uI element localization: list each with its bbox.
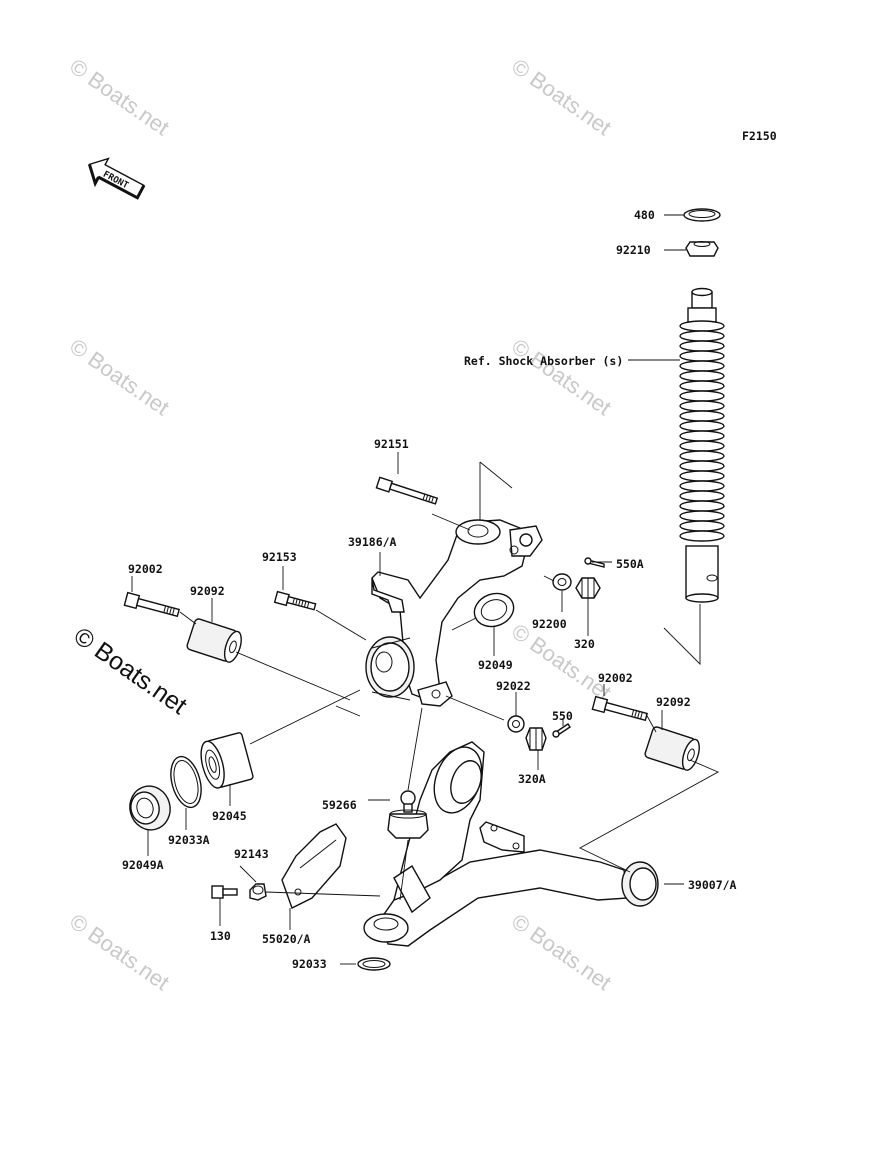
steering-knuckle <box>365 519 543 707</box>
spring-coil <box>679 520 725 532</box>
washer-92022 <box>507 715 525 733</box>
spring-coil <box>679 490 725 502</box>
bushing-92092-right <box>644 726 700 771</box>
shock-absorber <box>679 208 725 603</box>
part-label: 92033 <box>292 957 327 971</box>
spring-coils <box>679 320 725 542</box>
castle-nut-320A <box>525 727 547 751</box>
a-arm-39007A <box>363 741 659 947</box>
spring-coil <box>679 450 725 462</box>
part-label: 480 <box>634 208 655 222</box>
leader-lines <box>131 214 720 965</box>
part-label: 92022 <box>496 679 531 693</box>
part-label: 320A <box>518 772 546 786</box>
spring-coil <box>679 370 725 382</box>
spring-coil <box>679 420 725 432</box>
oil-seal-92049 <box>473 592 515 628</box>
part-label: 92092 <box>656 695 691 709</box>
part-labels: 480 92210 Ref. Shock Absorber (s) 92151 … <box>122 208 737 971</box>
spring-coil <box>679 460 725 472</box>
oil-seal-92049A <box>129 785 171 831</box>
part-label: 39186/A <box>348 535 397 549</box>
part-label: 130 <box>210 929 231 943</box>
spring-coil <box>679 510 725 522</box>
part-label: 92002 <box>128 562 163 576</box>
part-label: 550 <box>552 709 573 723</box>
circlip-92033A <box>170 755 202 809</box>
part-label: 92092 <box>190 584 225 598</box>
watermark: © Boats.net <box>65 909 174 996</box>
part-label: 92200 <box>532 617 567 631</box>
spring-coil <box>679 500 725 512</box>
ball-joint-59266 <box>387 790 429 839</box>
part-label: 92045 <box>212 809 247 823</box>
spring-coil <box>679 380 725 392</box>
part-label: 55020/A <box>262 932 311 946</box>
spring-coil <box>679 470 725 482</box>
castle-nut-320 <box>575 577 601 599</box>
spring-coil <box>679 400 725 412</box>
bolt-92002-right <box>591 695 648 722</box>
part-label: 92151 <box>374 437 409 451</box>
watermark: © Boats.net <box>65 54 174 141</box>
bolt-92002-left <box>123 591 180 618</box>
guard-plate-55020A <box>281 823 347 909</box>
watermark: © Boats.net <box>65 334 174 421</box>
part-label: 320 <box>574 637 595 651</box>
spring-coil <box>679 410 725 422</box>
part-label: 92049 <box>478 658 513 672</box>
spring-coil <box>679 320 725 332</box>
spring-coil <box>679 480 725 492</box>
cotter-pin-550 <box>552 723 571 738</box>
watermark: © Boats.net <box>507 54 616 141</box>
bearing-92045 <box>200 732 254 789</box>
figure-code: F2150 <box>742 129 777 143</box>
part-label: 59266 <box>322 798 357 812</box>
spring-coil <box>679 360 725 372</box>
spring-coil <box>679 390 725 402</box>
part-label: 92143 <box>234 847 269 861</box>
part-label: 92033A <box>168 833 210 847</box>
collar-92143 <box>249 883 267 901</box>
watermark: © Boats.net <box>507 909 616 996</box>
front-arrow-icon: FRONT <box>87 157 146 200</box>
watermark-dark: © Boats.net <box>69 622 192 720</box>
part-label: 92002 <box>598 671 633 685</box>
part-label: 92049A <box>122 858 164 872</box>
washer-92200 <box>552 573 572 591</box>
spring-coil <box>679 430 725 442</box>
bolt-130 <box>211 885 238 899</box>
bushing-92092-left <box>186 618 242 663</box>
cotter-pin-550A <box>584 557 605 568</box>
spring-coil <box>679 440 725 452</box>
spring-coil <box>679 330 725 342</box>
part-label: 92153 <box>262 550 297 564</box>
spring-coil <box>679 350 725 362</box>
part-label: 92210 <box>616 243 651 257</box>
spring-coil <box>679 340 725 352</box>
spring-coil <box>679 530 725 542</box>
part-label: 550A <box>616 557 644 571</box>
circlip-92033 <box>357 957 391 971</box>
part-label: 39007/A <box>688 878 737 892</box>
watermark: © Boats.net <box>507 334 616 421</box>
bolt-92151 <box>375 476 439 505</box>
reference-note: Ref. Shock Absorber (s) <box>464 354 623 368</box>
bolt-92153 <box>273 590 317 611</box>
